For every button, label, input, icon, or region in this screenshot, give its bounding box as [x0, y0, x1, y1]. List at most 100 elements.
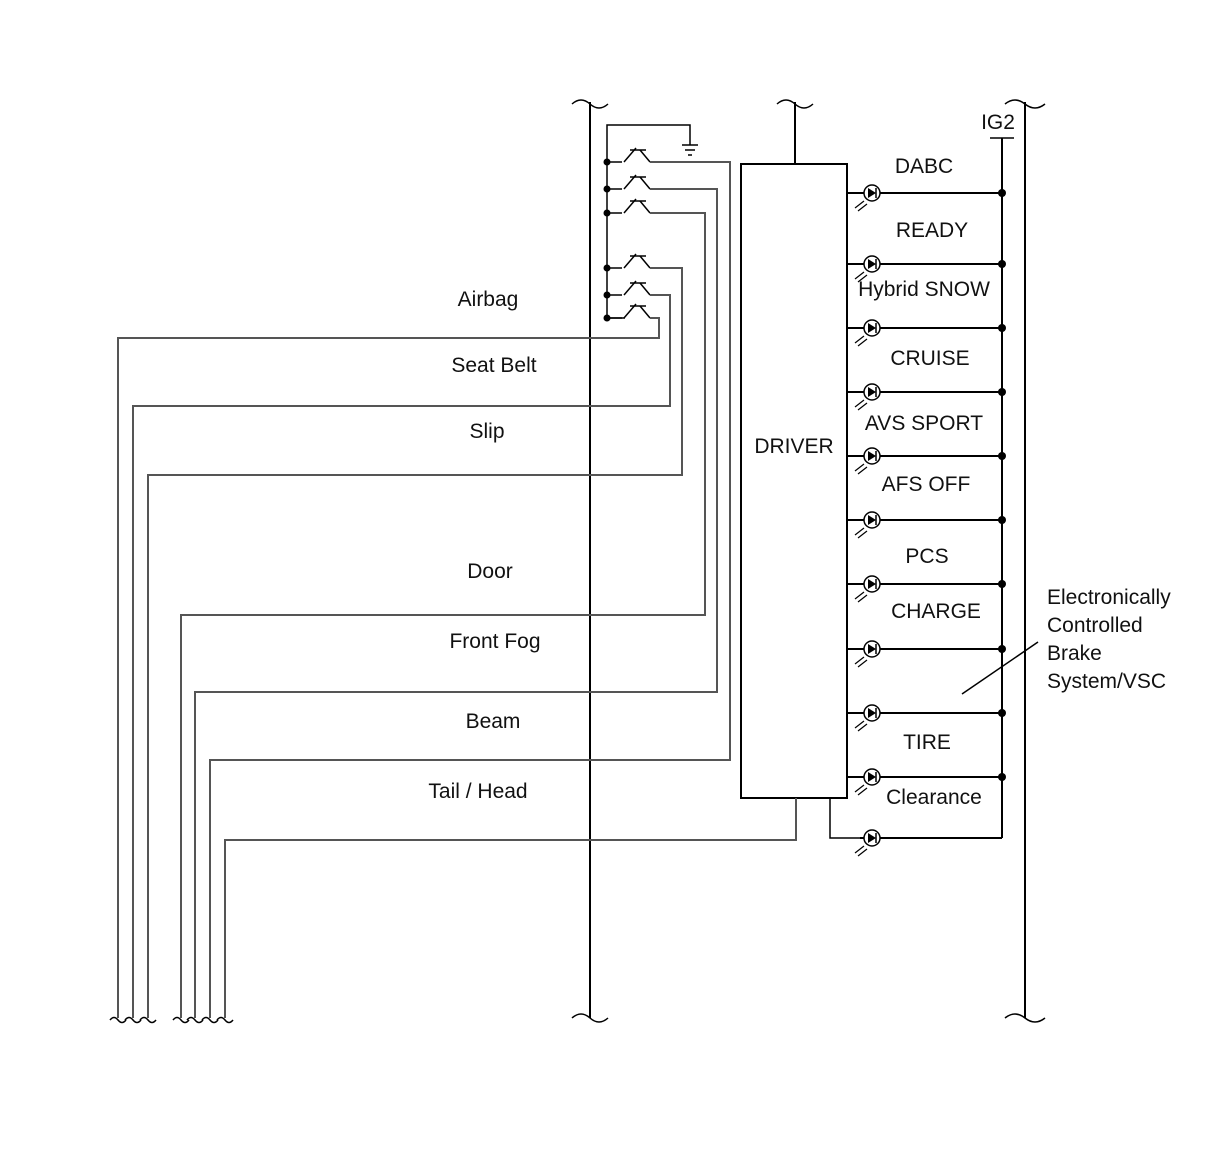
transistor-leg	[639, 149, 651, 163]
junction-dot	[998, 189, 1006, 197]
break-mark	[216, 1016, 234, 1024]
break-mark	[186, 1016, 204, 1024]
transistor-switches	[603, 124, 698, 322]
signal-wire	[209, 161, 731, 1018]
signal-wire	[117, 317, 660, 1018]
led-ray	[854, 200, 865, 209]
transistor-leg	[639, 282, 651, 296]
led-ray	[854, 335, 865, 344]
junction-dot	[998, 516, 1006, 524]
transistor-leg	[639, 305, 651, 319]
led-ray	[854, 784, 865, 793]
signal-label-slip: Slip	[469, 420, 504, 443]
junction-dot	[998, 452, 1006, 460]
break-mark	[109, 1016, 127, 1024]
led-ray	[854, 656, 865, 665]
led-icon	[854, 447, 881, 475]
led-ray	[857, 723, 868, 732]
signal-wire	[194, 188, 718, 1018]
indicator-label: CHARGE	[891, 600, 981, 623]
led-ray	[854, 591, 865, 600]
transistor-leg	[639, 200, 651, 214]
indicator-label: AVS SPORT	[865, 412, 983, 435]
led-triangle	[868, 644, 876, 654]
led-icon	[854, 575, 881, 603]
led-ray	[857, 402, 868, 411]
led-icon	[854, 255, 881, 283]
signal-label-airbag: Airbag	[458, 288, 519, 311]
junction-dot	[998, 580, 1006, 588]
signal-wire	[147, 267, 683, 1018]
signal-label-door: Door	[467, 560, 513, 583]
indicator-label: TIRE	[903, 731, 951, 754]
driver-bottom-wires	[224, 798, 860, 1018]
led-ray	[857, 203, 868, 212]
led-icon	[854, 511, 881, 539]
led-ray	[857, 466, 868, 475]
break-mark	[139, 1016, 157, 1024]
led-icon	[854, 704, 881, 732]
signal-wire	[132, 294, 671, 1018]
led-ray	[857, 659, 868, 668]
led-ray	[854, 463, 865, 472]
led-ray	[857, 274, 868, 283]
led-icon	[854, 829, 881, 857]
signal-label-front-fog: Front Fog	[449, 630, 540, 653]
indicator-label: AFS OFF	[882, 473, 971, 496]
callout-line: Electronically	[1047, 586, 1171, 609]
indicator-label: Clearance	[886, 786, 982, 809]
callout-line: Brake	[1047, 642, 1102, 665]
led-triangle	[868, 323, 876, 333]
led-triangle	[868, 833, 876, 843]
indicator-labels: DABC READY Hybrid SNOW CRUISE AVS SPORT …	[858, 155, 990, 809]
transistor-leg	[639, 255, 651, 269]
led-triangle	[868, 387, 876, 397]
indicator-label: Hybrid SNOW	[858, 278, 990, 301]
led-icon	[854, 383, 881, 411]
ig2-label: IG2	[981, 111, 1015, 134]
led-ray	[854, 399, 865, 408]
indicator-label: CRUISE	[890, 347, 969, 370]
driver-module: DRIVER	[740, 163, 848, 799]
led-icon	[854, 184, 881, 212]
lamp-rungs	[847, 184, 1006, 857]
junction-dot	[998, 709, 1006, 717]
led-triangle	[868, 259, 876, 269]
led-ray	[854, 271, 865, 280]
signal-wires	[109, 161, 731, 1024]
break-mark	[172, 1016, 190, 1024]
break-mark	[124, 1016, 142, 1024]
led-triangle	[868, 451, 876, 461]
break-mark	[201, 1016, 219, 1024]
callout-line: Controlled	[1047, 614, 1143, 637]
led-icon	[854, 640, 881, 668]
junction-dot	[998, 645, 1006, 653]
indicator-label: READY	[896, 219, 968, 242]
led-ray	[854, 845, 865, 854]
led-triangle	[868, 515, 876, 525]
led-ray	[857, 530, 868, 539]
indicator-label: PCS	[905, 545, 948, 568]
transistor-leg	[639, 176, 651, 190]
led-icon	[854, 768, 881, 796]
led-triangle	[868, 188, 876, 198]
bus-lines	[571, 99, 1046, 1023]
junction-dot	[998, 324, 1006, 332]
led-ray	[854, 720, 865, 729]
led-ray	[857, 338, 868, 347]
led-icon	[854, 319, 881, 347]
driver-label: DRIVER	[754, 435, 833, 458]
led-ray	[857, 848, 868, 857]
signal-label-beam: Beam	[466, 710, 521, 733]
led-ray	[857, 594, 868, 603]
led-triangle	[868, 772, 876, 782]
junction-dot	[998, 773, 1006, 781]
led-triangle	[868, 579, 876, 589]
led-ray	[854, 527, 865, 536]
led-ray	[857, 787, 868, 796]
junction-dot	[998, 388, 1006, 396]
signal-label-tail-head: Tail / Head	[428, 780, 527, 803]
vsc-callout: Electronically Controlled Brake System/V…	[961, 586, 1171, 695]
indicator-label: DABC	[895, 155, 953, 178]
